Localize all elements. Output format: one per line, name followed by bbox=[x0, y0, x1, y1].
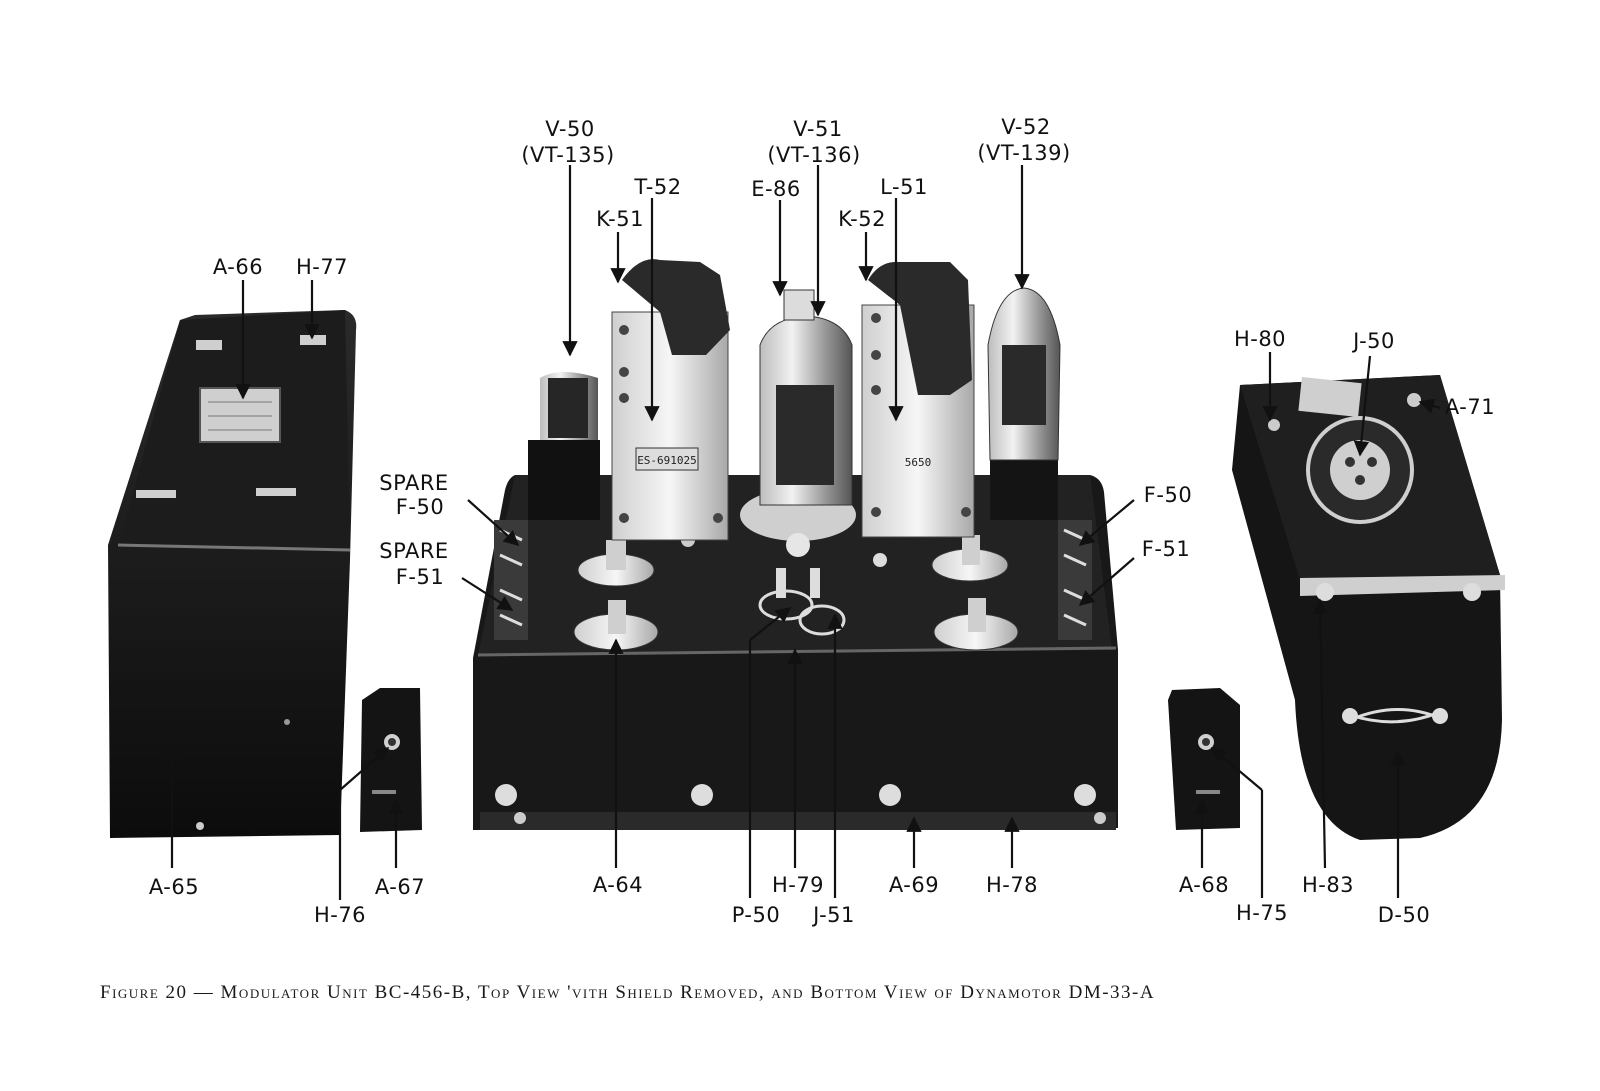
dynamotor-d50 bbox=[1232, 375, 1505, 840]
label-v51: V-51 bbox=[793, 117, 842, 141]
label-j51: J-51 bbox=[811, 903, 855, 927]
label-h77: H-77 bbox=[296, 255, 348, 279]
label-spare-1: SPARE bbox=[379, 471, 448, 495]
t52-plate-text: ES-691025 bbox=[637, 454, 697, 467]
label-h80: H-80 bbox=[1234, 327, 1286, 351]
label-a71: A-71 bbox=[1445, 395, 1495, 419]
leader-lines bbox=[164, 165, 1441, 900]
label-spare-2: SPARE bbox=[379, 539, 448, 563]
tube-v50 bbox=[528, 372, 600, 520]
label-l51: L-51 bbox=[880, 175, 928, 199]
block-a67 bbox=[360, 688, 422, 832]
shield-cover-a65 bbox=[108, 310, 357, 838]
label-h76: H-76 bbox=[314, 903, 366, 927]
label-p50: P-50 bbox=[732, 903, 781, 927]
label-f51: F-51 bbox=[1142, 537, 1190, 561]
label-j50: J-50 bbox=[1351, 329, 1395, 353]
label-a64: A-64 bbox=[593, 873, 643, 897]
label-h83: H-83 bbox=[1302, 873, 1354, 897]
label-f50: F-50 bbox=[1144, 483, 1192, 507]
label-spare-f50: F-50 bbox=[396, 495, 444, 519]
nameplate bbox=[199, 387, 281, 443]
label-a65: A-65 bbox=[149, 875, 199, 899]
label-h78: H-78 bbox=[986, 873, 1038, 897]
label-spare-f51: F-51 bbox=[396, 565, 444, 589]
figure-caption: Figure 20 — Modulator Unit BC-456-B, Top… bbox=[100, 982, 1156, 1003]
label-a66: A-66 bbox=[213, 255, 263, 279]
label-e86: E-86 bbox=[751, 177, 801, 201]
label-vt136: (VT-136) bbox=[767, 143, 860, 167]
inductor-l51: 5650 bbox=[861, 261, 975, 538]
callout-labels: V-50 (VT-135) T-52 K-51 V-51 (VT-136) E-… bbox=[149, 115, 1495, 927]
block-a68 bbox=[1168, 688, 1240, 830]
label-h75: H-75 bbox=[1236, 901, 1288, 925]
label-a68: A-68 bbox=[1179, 873, 1229, 897]
tube-v52 bbox=[987, 287, 1061, 520]
label-vt139: (VT-139) bbox=[977, 141, 1070, 165]
label-a69: A-69 bbox=[889, 873, 939, 897]
label-k52: K-52 bbox=[838, 207, 886, 231]
label-a67: A-67 bbox=[375, 875, 425, 899]
label-h79: H-79 bbox=[772, 873, 824, 897]
transformer-t52: ES-691025 bbox=[611, 259, 730, 541]
label-k51: K-51 bbox=[596, 207, 644, 231]
tube-v51 bbox=[740, 289, 856, 557]
label-t52: T-52 bbox=[633, 175, 681, 199]
label-v50: V-50 bbox=[545, 117, 594, 141]
l51-plate-text: 5650 bbox=[905, 456, 932, 469]
label-v52: V-52 bbox=[1001, 115, 1050, 139]
label-vt135: (VT-135) bbox=[521, 143, 614, 167]
label-d50: D-50 bbox=[1378, 903, 1430, 927]
